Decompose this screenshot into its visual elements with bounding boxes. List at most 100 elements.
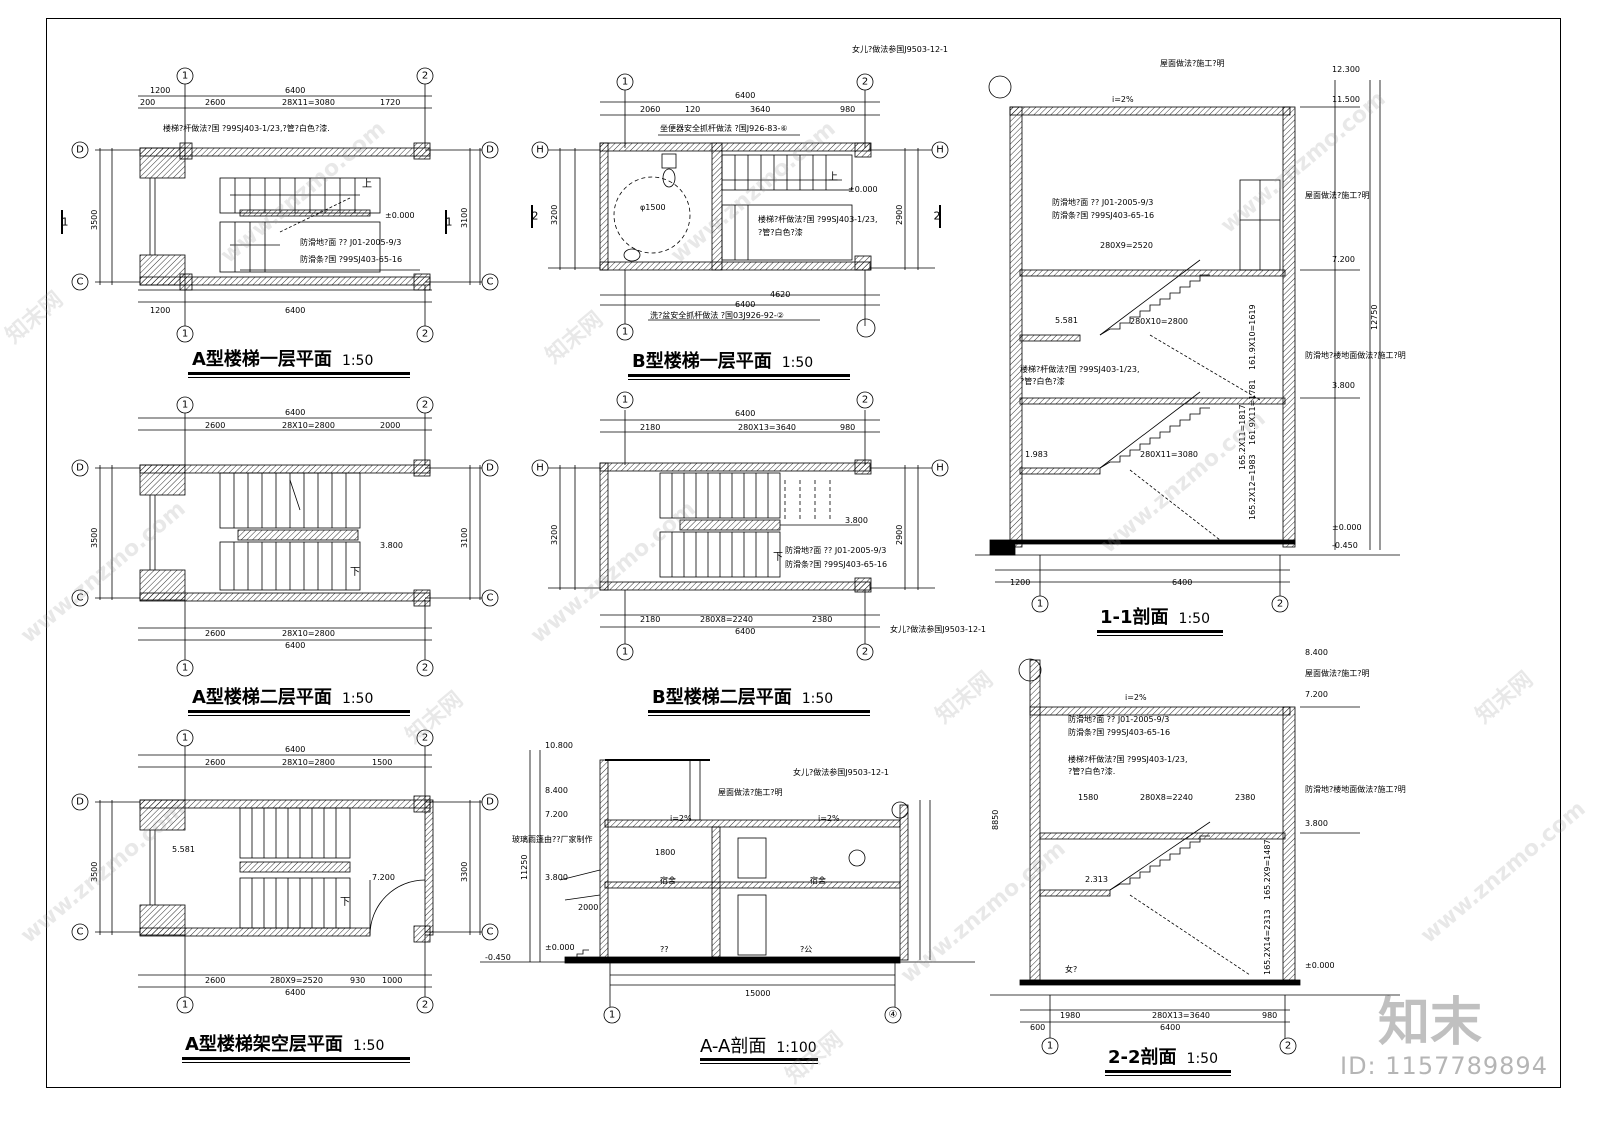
- axis-1: 1: [182, 1000, 188, 1011]
- dim-total: 6400: [735, 300, 755, 309]
- room: 女?: [1065, 964, 1077, 974]
- dim: 2180: [640, 615, 660, 624]
- note-strip: 防滑条?国 ?99SJ403-65-16: [300, 254, 402, 264]
- dim-vertical: 8850: [991, 810, 1000, 830]
- axis-2: 2: [422, 1000, 428, 1011]
- level: ±0.000: [848, 185, 878, 194]
- axis-4: ④: [889, 1010, 898, 1021]
- section-aa: [480, 750, 975, 1010]
- riser: 161.9X11=1781: [1248, 379, 1257, 445]
- dim-vertical: 2900: [895, 525, 904, 545]
- riser: 165.2X14=2313: [1263, 909, 1272, 975]
- elev: 3.800: [545, 873, 568, 882]
- elev: ±0.000: [545, 943, 575, 952]
- title-underline: [648, 710, 870, 713]
- axis-bubbles: [71, 67, 1297, 1055]
- slope: i=2%: [818, 814, 840, 823]
- axis-c: C: [77, 927, 84, 938]
- axis-d: D: [76, 145, 84, 156]
- flight: 280X9=2520: [1100, 241, 1153, 250]
- axis-1: 1: [609, 1010, 615, 1021]
- diameter: φ1500: [640, 203, 666, 212]
- note-slip: 防滑地?面 ?? J01-2005-9/3: [1068, 714, 1169, 724]
- elev: -0.450: [485, 953, 511, 962]
- dim: 2380: [812, 615, 832, 624]
- level: 3.800: [380, 541, 403, 550]
- note-strip: 防滑条?国 ?99SJ403-65-16: [785, 559, 887, 569]
- dim-vertical: 3500: [90, 862, 99, 882]
- title-underline: [188, 710, 410, 713]
- dim: 120: [685, 105, 700, 114]
- title-underline: [188, 715, 410, 716]
- slope: i=2%: [670, 814, 692, 823]
- axis-2: 2: [862, 647, 868, 658]
- level: 5.581: [1055, 316, 1078, 325]
- dim-vertical: 3100: [460, 528, 469, 548]
- section-mark-1: 1: [62, 216, 69, 229]
- dim: 28X10=2800: [282, 758, 335, 767]
- axis-h: H: [936, 145, 944, 156]
- down-label: 下: [350, 567, 360, 578]
- level: 3.800: [845, 516, 868, 525]
- note-rail: 楼梯?杆做法?国 ?99SJ403-1/23,?管?白色?漆.: [163, 123, 330, 133]
- flight: 280X10=2800: [1130, 317, 1188, 326]
- dim: 1000: [382, 976, 402, 985]
- note-rail: 楼梯?杆做法?国 ?99SJ403-1/23,: [758, 214, 878, 224]
- title-underline: [1105, 1075, 1231, 1076]
- axis-1: 1: [622, 647, 628, 658]
- dim-total: 6400: [285, 745, 305, 754]
- elev: 3.800: [1305, 819, 1328, 828]
- image-id: ID: 1157789894: [1340, 1052, 1548, 1080]
- dim: 1800: [655, 848, 675, 857]
- dim-total: 6400: [285, 306, 305, 315]
- down-label: 下: [773, 552, 783, 563]
- title-underline: [628, 374, 850, 377]
- axis-c: C: [487, 593, 494, 604]
- axis-c: C: [487, 927, 494, 938]
- note-roof: 屋面做法?施工?明: [1305, 668, 1370, 678]
- riser: 161.9X10=1619: [1248, 304, 1257, 370]
- elev: 12.300: [1332, 65, 1360, 74]
- brand-logo: 知末: [1378, 993, 1483, 1053]
- axis-c: C: [77, 593, 84, 604]
- dim: 930: [350, 976, 365, 985]
- slope: i=2%: [1112, 95, 1134, 104]
- dim: 2600: [205, 421, 225, 430]
- room: ??: [660, 945, 669, 954]
- note-rail2: ?管?白色?漆: [1020, 376, 1065, 386]
- flight: 280X8=2240: [1140, 793, 1193, 802]
- section-mark-1: 1: [446, 216, 453, 229]
- axis-1: 1: [622, 77, 628, 88]
- dim: 280X13=3640: [738, 423, 796, 432]
- note-parapet: 女儿?做法参国J9503-12-1: [890, 624, 986, 634]
- axis-1: 1: [182, 733, 188, 744]
- title-underline: [188, 377, 410, 378]
- axis-d: D: [76, 797, 84, 808]
- axis-2: 2: [862, 395, 868, 406]
- dim: 280X9=2520: [270, 976, 323, 985]
- dim: 1500: [372, 758, 392, 767]
- dim: 2000: [578, 903, 598, 912]
- dim-vertical: 3100: [460, 208, 469, 228]
- flight: 280X13=3640: [1152, 1011, 1210, 1020]
- elev: 8.400: [545, 786, 568, 795]
- axis-2: 2: [1277, 599, 1283, 610]
- dim: 200: [140, 98, 155, 107]
- axis-1: 1: [182, 329, 188, 340]
- dim: 980: [840, 423, 855, 432]
- note-slip: 防滑地?面 ?? J01-2005-9/3: [785, 545, 886, 555]
- elev: 11.500: [1332, 95, 1360, 104]
- title-underline: [700, 1058, 818, 1061]
- elev: ±0.000: [1332, 523, 1362, 532]
- dim: 980: [1262, 1011, 1277, 1020]
- up-label: 上: [828, 171, 838, 183]
- dim: 1720: [380, 98, 400, 107]
- axis-2: 2: [422, 663, 428, 674]
- dim: 2180: [640, 423, 660, 432]
- axis-1: 1: [1037, 599, 1043, 610]
- axis-c: C: [77, 277, 84, 288]
